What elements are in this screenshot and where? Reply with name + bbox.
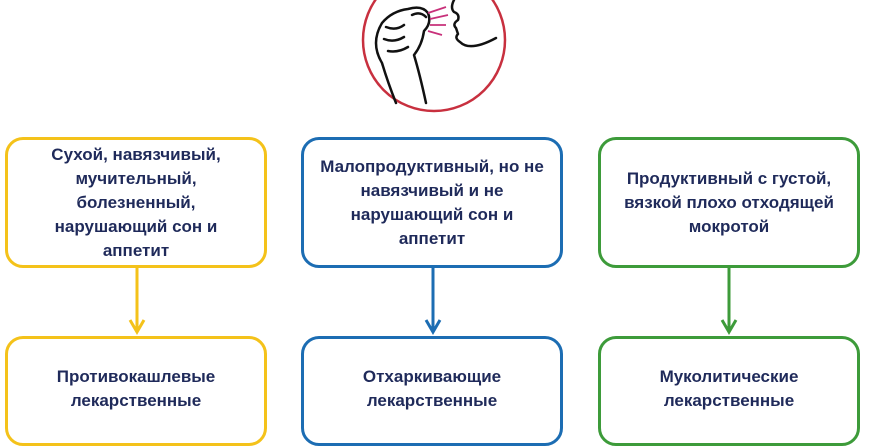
arrow-down-icon [720, 268, 738, 335]
low-productive-cough-box: Малопродуктивный, но не навязчивый и не … [301, 137, 563, 268]
arrow-down-icon [424, 268, 442, 335]
mucolytic-box: Муколитические лекарственные [598, 336, 860, 446]
cough-type-text: Сухой, навязчивый, мучительный, болезнен… [51, 144, 221, 260]
drug-class-text: Муколитические лекарственные [659, 367, 799, 410]
productive-cough-box: Продуктивный с густой, вязкой плохо отхо… [598, 137, 860, 268]
antitussive-box: Противокашлевые лекарственные [5, 336, 267, 446]
coughing-person-icon [361, 0, 507, 113]
cough-type-text: Малопродуктивный, но не навязчивый и не … [320, 156, 544, 248]
cough-type-text: Продуктивный с густой, вязкой плохо отхо… [624, 168, 834, 236]
expectorant-box: Отхаркивающие лекарственные [301, 336, 563, 446]
arrow-down-icon [128, 268, 146, 335]
dry-cough-box: Сухой, навязчивый, мучительный, болезнен… [5, 137, 267, 268]
drug-class-text: Отхаркивающие лекарственные [362, 367, 502, 410]
drug-class-text: Противокашлевые лекарственные [56, 367, 216, 410]
